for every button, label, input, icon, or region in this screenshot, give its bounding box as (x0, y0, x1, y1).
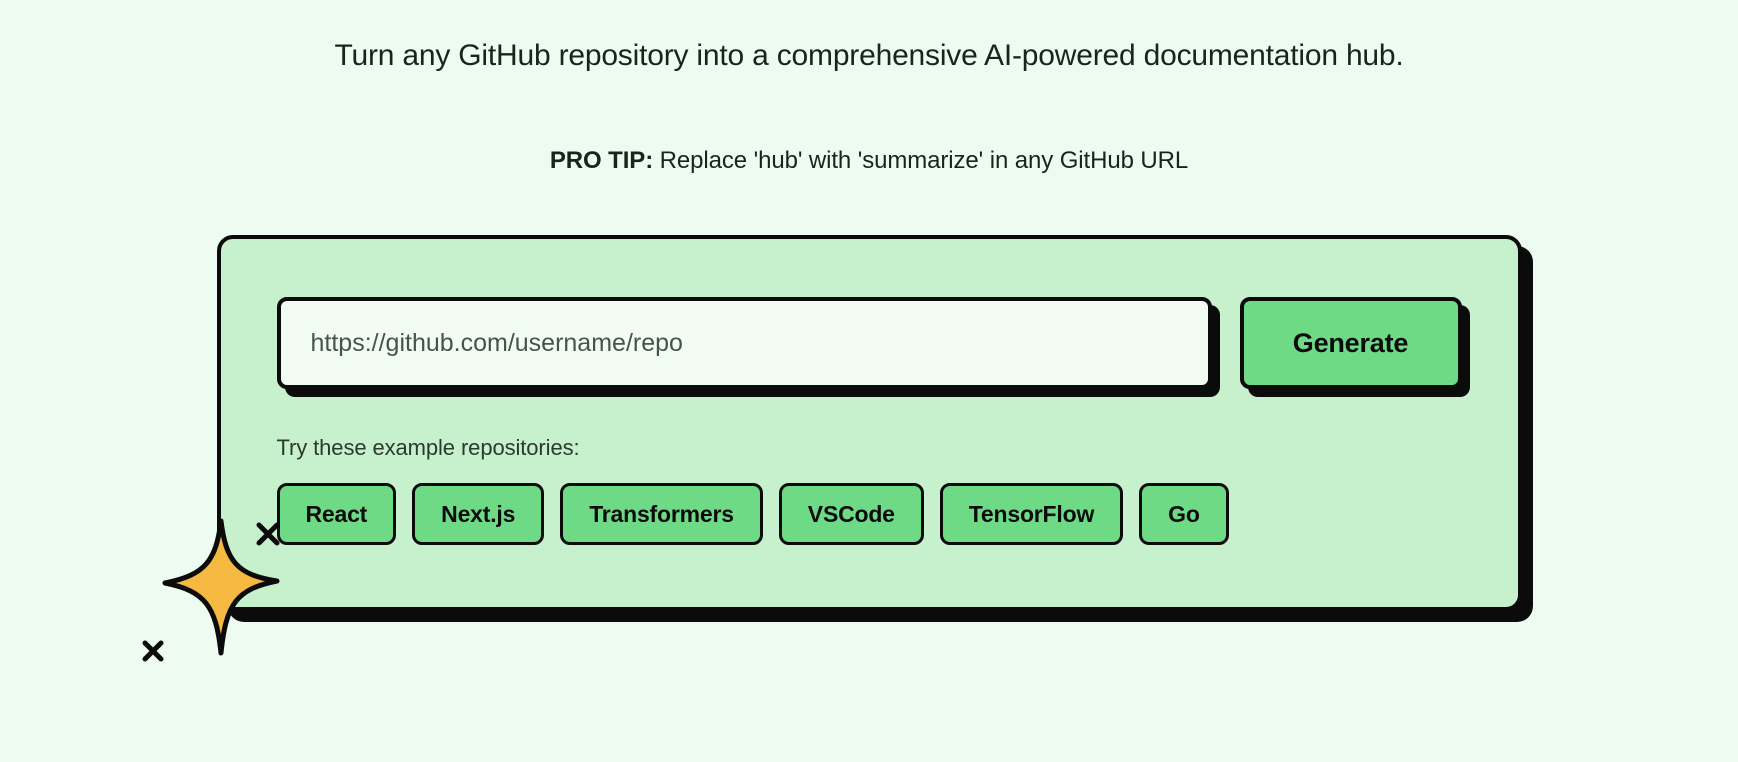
url-input-shell (276, 297, 1212, 390)
example-chip-react[interactable]: React (276, 483, 397, 546)
example-chip-row: React Next.js Transformers VSCode Tensor… (276, 483, 1462, 546)
repo-url-input[interactable] (276, 297, 1212, 390)
examples-label: Try these example repositories: (276, 435, 580, 461)
pro-tip-label: PRO TIP: (549, 146, 654, 174)
hero-section: Turn any GitHub repository into a compre… (319, 0, 1419, 177)
example-chip-transformers[interactable]: Transformers (560, 483, 763, 546)
example-chip-vscode[interactable]: VSCode (778, 483, 924, 546)
repo-input-card: Generate Try these example repositories:… (216, 235, 1522, 612)
repo-input-card-wrapper: Generate Try these example repositories:… (142, 235, 1522, 662)
example-chip-nextjs[interactable]: Next.js (412, 483, 545, 546)
generate-button[interactable]: Generate (1239, 297, 1462, 390)
pro-tip-line: PRO TIP: Replace 'hub' with 'summarize' … (319, 144, 1419, 178)
example-chip-tensorflow[interactable]: TensorFlow (939, 483, 1124, 546)
example-chip-go[interactable]: Go (1139, 483, 1229, 546)
search-row: Generate (276, 297, 1462, 390)
page-tagline: Turn any GitHub repository into a compre… (334, 39, 1404, 72)
plus-mark-lower (142, 640, 163, 662)
pro-tip-text: Replace 'hub' with 'summarize' in any Gi… (653, 146, 1189, 174)
